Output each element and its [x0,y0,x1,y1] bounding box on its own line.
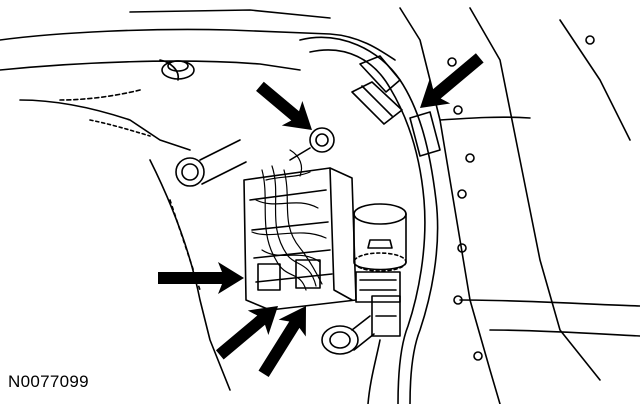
arrow-to-bolt-icon [256,81,312,130]
grommet [161,60,195,80]
electronic-module [243,167,357,311]
figure-id-label: N0077099 [8,372,89,391]
lower-pipe [321,315,375,355]
arrow-to-module-lower-connector-right-icon [258,306,306,378]
mounting-bolt [289,127,335,161]
lower-wire [367,339,381,404]
arrow-to-module-side-connector-icon [158,262,244,294]
inner-panel-edge [19,89,231,391]
arrow-to-harness-connector-icon [420,53,484,108]
cylinder-component [353,203,407,272]
wire-harness [299,36,439,404]
arrow-to-module-lower-connector-left-icon [215,306,278,360]
wiring-bundle [251,149,327,291]
callout-arrows [158,53,484,378]
module-side-connector [355,271,401,337]
harness-connector-upper [351,55,441,157]
body-panel-upper [0,9,396,81]
door-frame-right [399,7,640,404]
left-pipe [175,139,247,187]
